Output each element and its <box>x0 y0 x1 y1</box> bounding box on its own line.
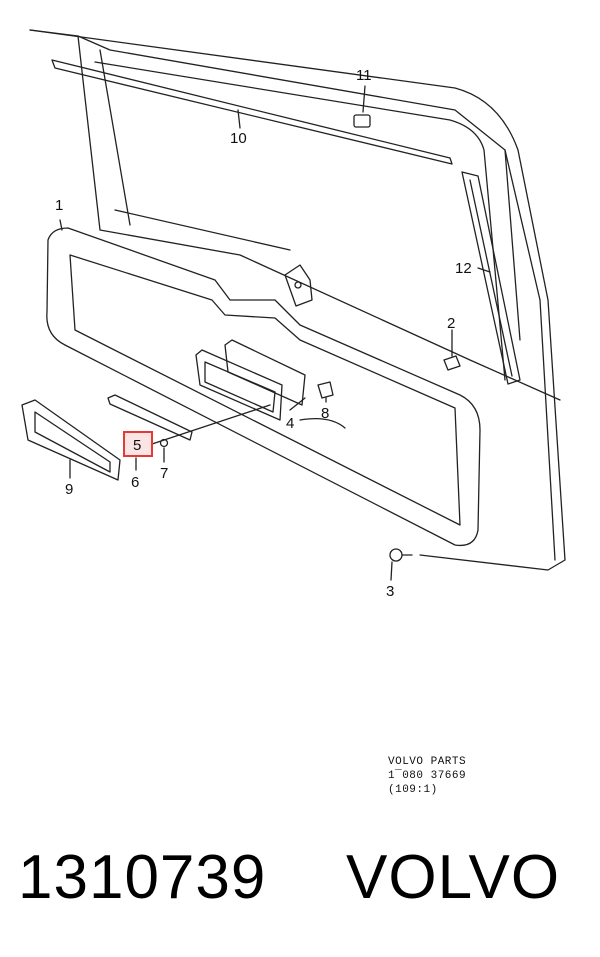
part-2-fastener <box>443 355 461 371</box>
callout-6: 6 <box>131 474 139 491</box>
callout-4: 4 <box>286 415 294 432</box>
callout-1: 1 <box>55 197 63 214</box>
weatherstrip-top <box>51 59 453 165</box>
part-6-bar <box>107 394 193 441</box>
part-9-handle-cover <box>21 399 121 481</box>
part-number: 1310739 <box>18 843 267 912</box>
callout-9: 9 <box>65 481 73 498</box>
tailgate-exploded-diagram: 1 2 3 4 5 6 7 8 9 10 11 12 <box>21 29 566 600</box>
callout-3: 3 <box>386 583 394 600</box>
inner-trim-panel <box>46 227 481 547</box>
callout-10: 10 <box>230 130 247 147</box>
footer-volvo-parts: VOLVO PARTS <box>388 756 467 768</box>
callout-5: 5 <box>133 437 141 454</box>
callout-11: 11 <box>356 67 372 84</box>
tailgate-frame <box>29 29 566 571</box>
handle-recess <box>195 349 283 421</box>
footer-drawing-number: 1¯080 37669 <box>388 770 467 782</box>
footer-scale: (109:1) <box>388 784 438 796</box>
part-8-clip <box>317 381 334 399</box>
part-11-clip <box>353 114 371 128</box>
callout-12: 12 <box>455 260 472 277</box>
weatherstrip-side <box>461 171 521 385</box>
highlight-box <box>123 431 153 457</box>
brand-name: VOLVO <box>346 843 561 912</box>
callout-7: 7 <box>160 465 168 482</box>
part-3-stud <box>389 548 403 562</box>
callout-2: 2 <box>447 315 455 332</box>
callout-8: 8 <box>321 405 329 422</box>
